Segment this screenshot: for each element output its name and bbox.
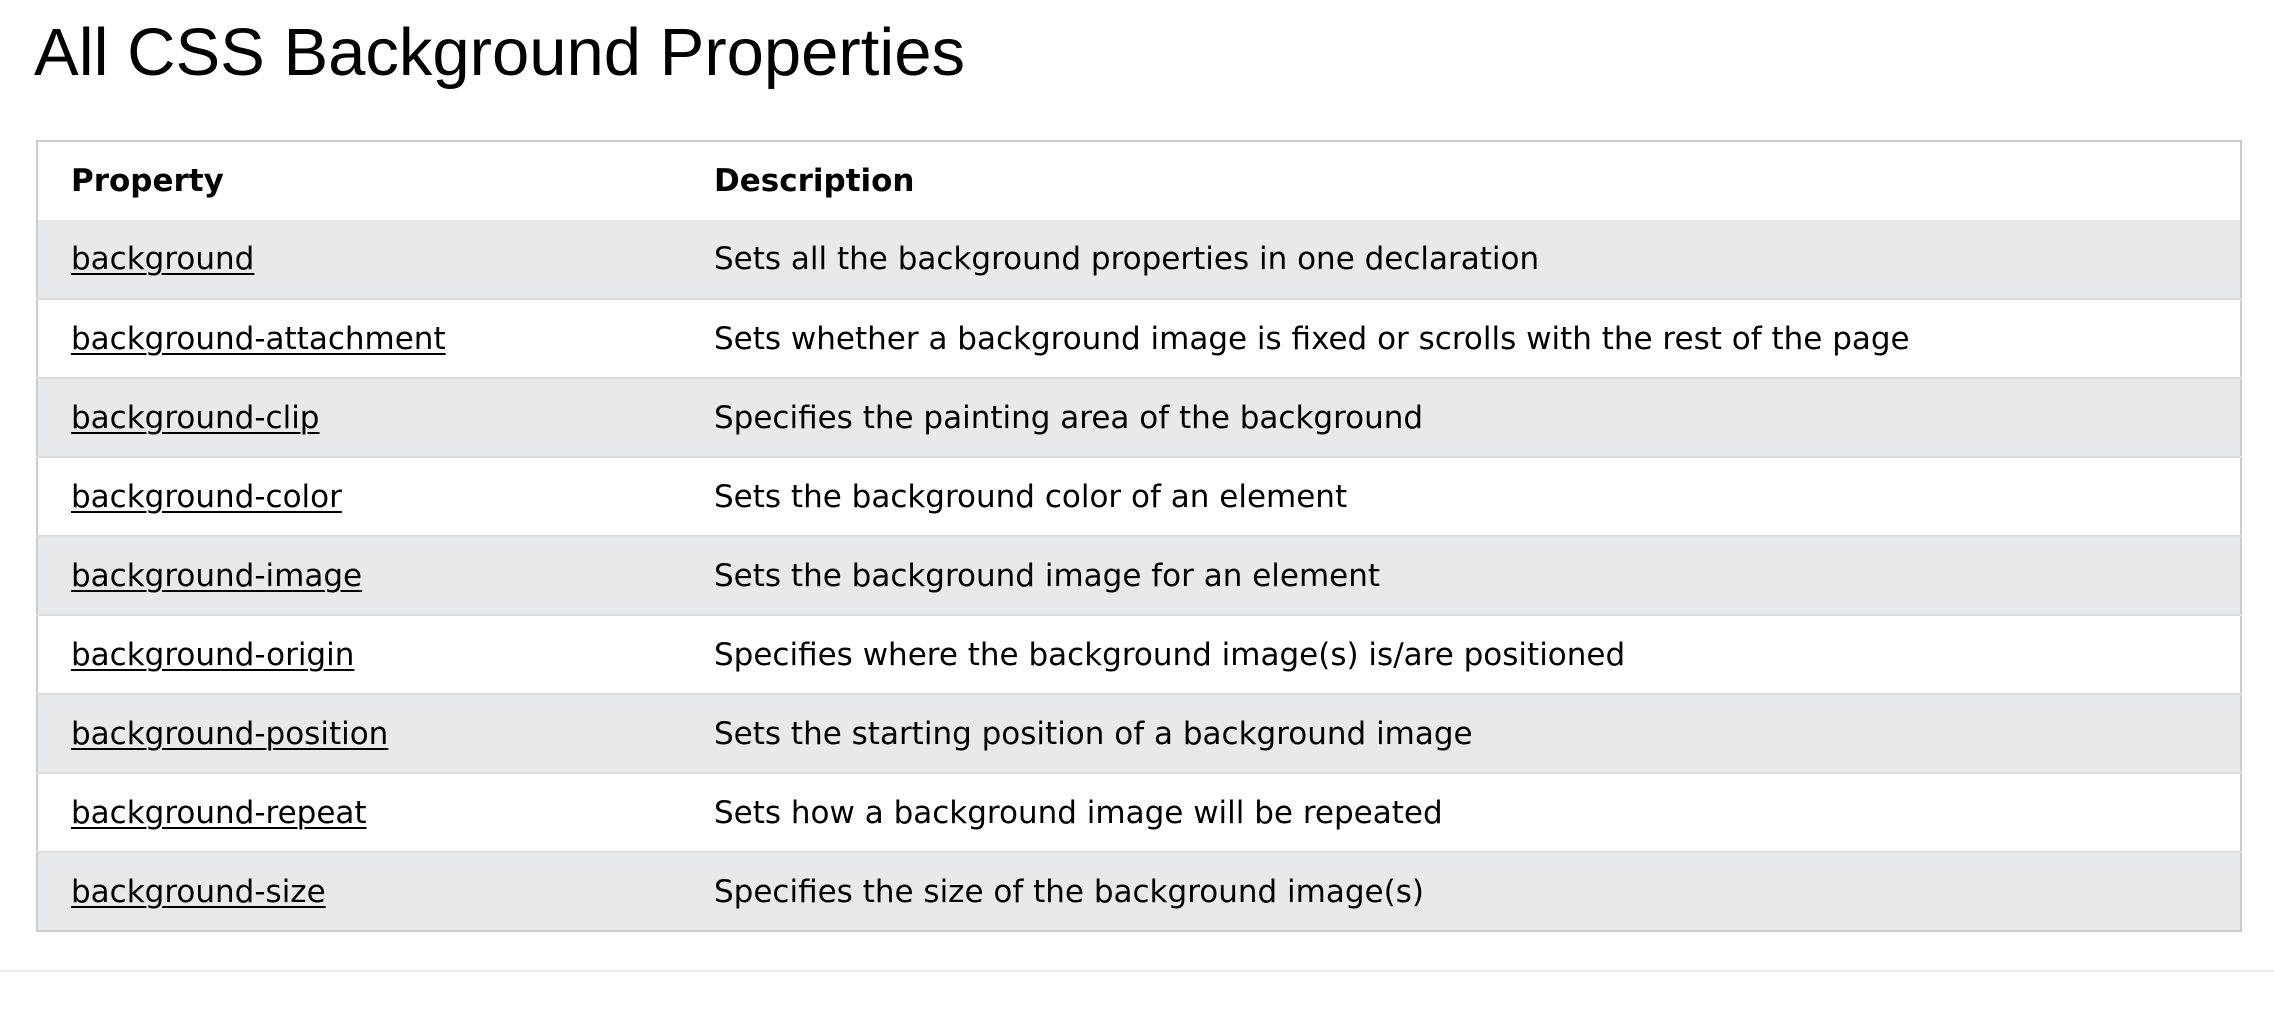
description-cell: Specifies the size of the background ima… bbox=[714, 873, 1424, 910]
property-link-background-origin[interactable]: background-origin bbox=[71, 636, 355, 673]
property-link-background-clip[interactable]: background-clip bbox=[71, 399, 320, 436]
description-cell: Sets how a background image will be repe… bbox=[714, 794, 1443, 831]
property-cell: background bbox=[37, 220, 681, 299]
table-row: background Sets all the background prope… bbox=[37, 220, 2241, 299]
property-link-background[interactable]: background bbox=[71, 241, 255, 277]
property-cell: background-repeat bbox=[37, 773, 681, 852]
table-row: background-attachment Sets whether a bac… bbox=[37, 299, 2241, 378]
property-cell: background-size bbox=[37, 852, 681, 931]
table-header-row: Property Description bbox=[37, 141, 2241, 220]
property-cell: background-color bbox=[37, 457, 681, 536]
bottom-divider bbox=[0, 970, 2274, 972]
property-link-background-size[interactable]: background-size bbox=[71, 873, 326, 910]
table-row: background-clip Specifies the painting a… bbox=[37, 378, 2241, 457]
background-properties-table: Property Description background Sets all… bbox=[36, 140, 2242, 932]
table-row: background-size Specifies the size of th… bbox=[37, 852, 2241, 931]
description-cell: Sets whether a background image is fixed… bbox=[714, 320, 1910, 357]
property-link-background-image[interactable]: background-image bbox=[71, 557, 363, 594]
description-cell: Sets the starting position of a backgrou… bbox=[714, 715, 1473, 752]
property-link-background-color[interactable]: background-color bbox=[71, 478, 342, 515]
property-link-background-repeat[interactable]: background-repeat bbox=[71, 794, 367, 831]
property-cell: background-position bbox=[37, 694, 681, 773]
table-row: background-repeat Sets how a background … bbox=[37, 773, 2241, 852]
description-cell: Sets the background image for an element bbox=[714, 557, 1381, 594]
page-title: All CSS Background Properties bbox=[34, 15, 965, 90]
table-row: background-color Sets the background col… bbox=[37, 457, 2241, 536]
property-cell: background-attachment bbox=[37, 299, 681, 378]
description-cell: Sets the background color of an element bbox=[714, 478, 1348, 515]
description-cell: Specifies where the background image(s) … bbox=[714, 636, 1626, 673]
table-row: background-position Sets the starting po… bbox=[37, 694, 2241, 773]
property-link-background-attachment[interactable]: background-attachment bbox=[71, 320, 446, 357]
property-link-background-position[interactable]: background-position bbox=[71, 715, 389, 752]
properties-table-container: Property Description background Sets all… bbox=[36, 140, 2242, 932]
column-header-description: Description bbox=[714, 163, 915, 199]
property-cell: background-clip bbox=[37, 378, 681, 457]
table-row: background-origin Specifies where the ba… bbox=[37, 615, 2241, 694]
property-cell: background-origin bbox=[37, 615, 681, 694]
description-cell: Specifies the painting area of the backg… bbox=[714, 399, 1424, 436]
description-cell: Sets all the background properties in on… bbox=[714, 241, 1540, 277]
table-row: background-image Sets the background ima… bbox=[37, 536, 2241, 615]
property-cell: background-image bbox=[37, 536, 681, 615]
column-header-property: Property bbox=[71, 163, 224, 199]
